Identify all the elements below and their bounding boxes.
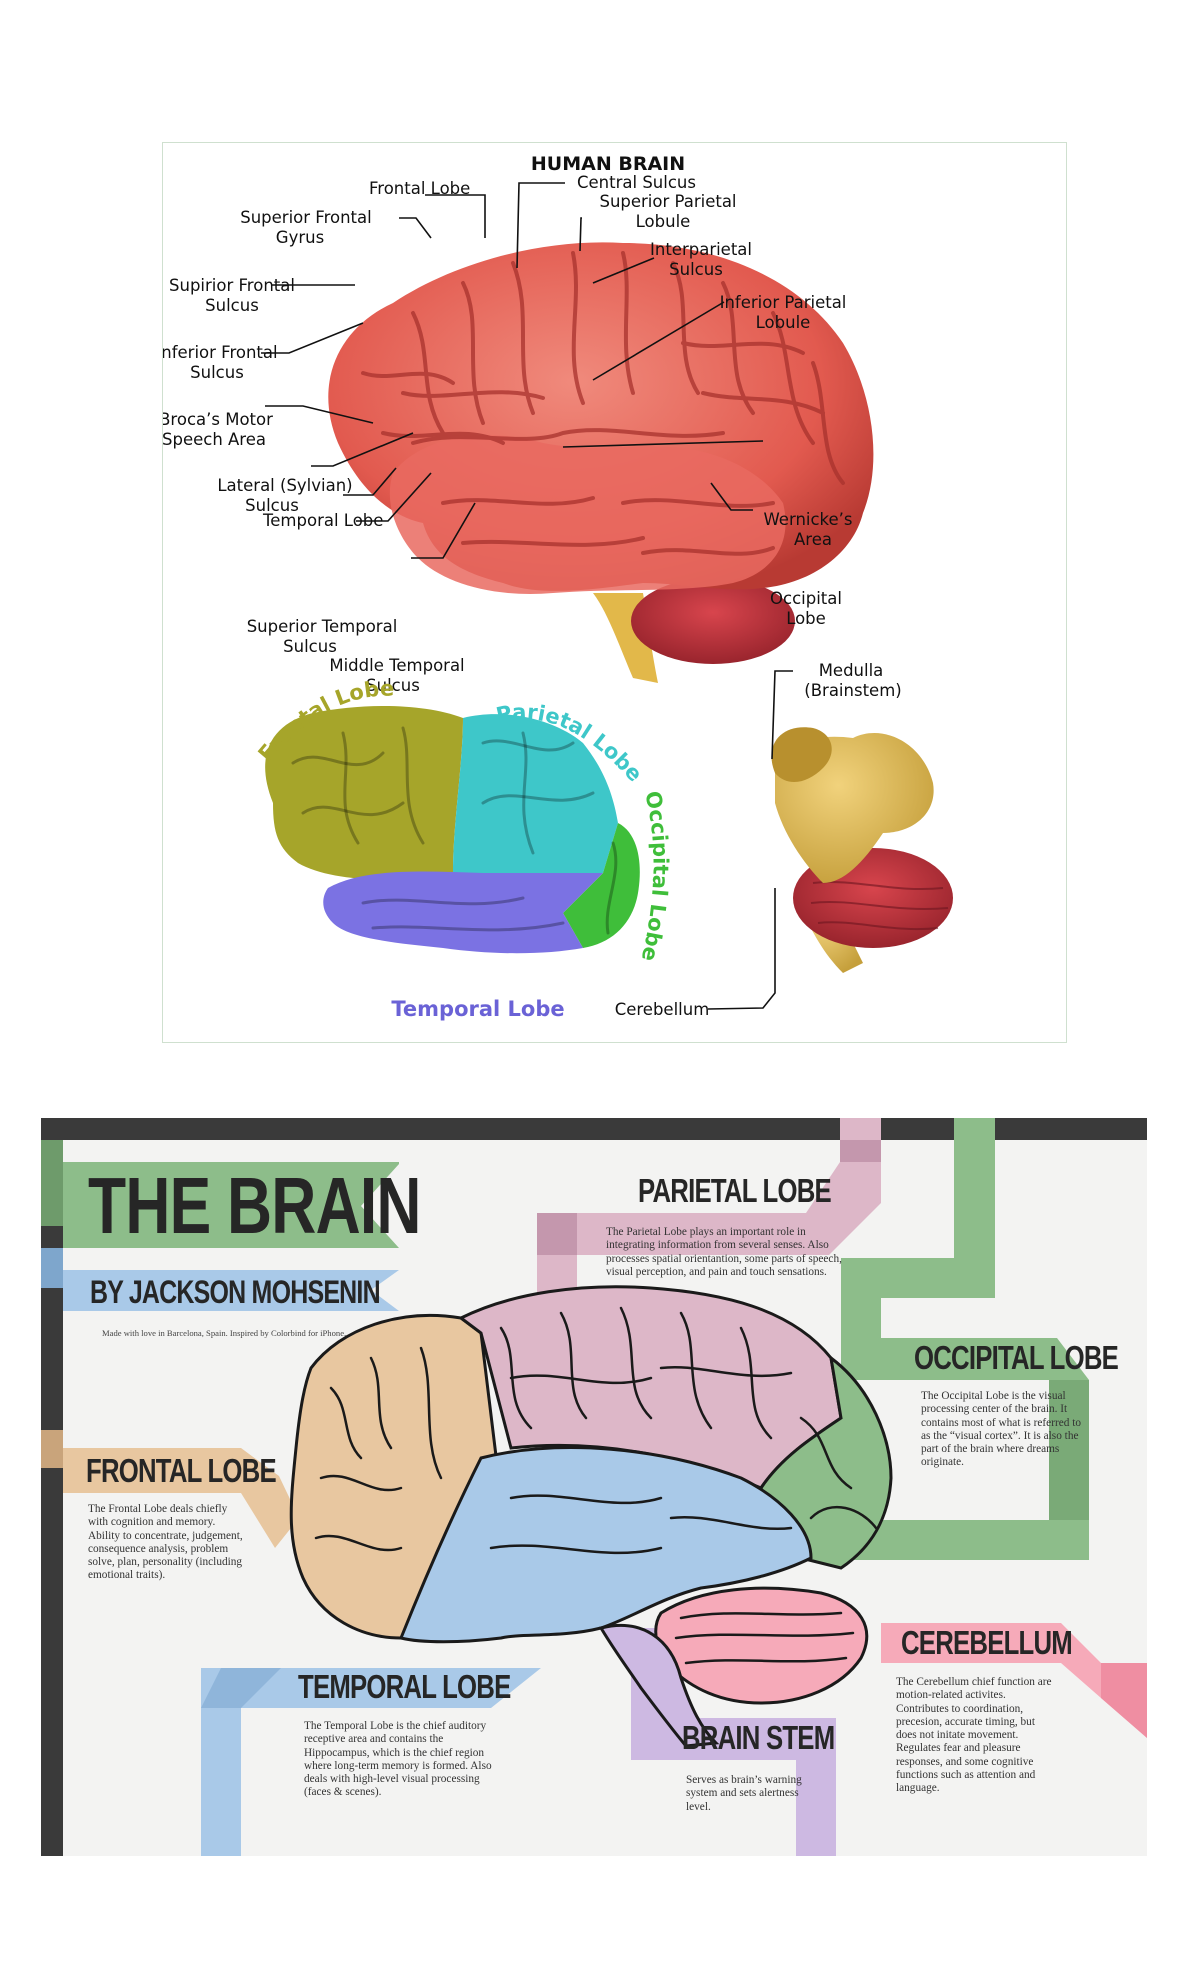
section-title-temporal: TEMPORAL LOBE — [298, 1668, 511, 1705]
label-frontal-lobe: Frontal Lobe — [369, 179, 470, 198]
ribbon-blue-temporal — [201, 1668, 541, 1856]
frontal-lobe-region — [265, 706, 463, 880]
ribbon-blue-author — [41, 1248, 399, 1311]
label-interparietal-1: Interparietal — [650, 240, 752, 259]
human-brain-diagram: HUMAN BRAIN — [163, 153, 953, 1021]
label-superior-parietal-2: Lobule — [636, 212, 691, 231]
section-text-parietal: The Parietal Lobe plays an important rol… — [606, 1226, 842, 1278]
label-lateral-2: Sulcus — [245, 496, 299, 515]
ribbon-rose-cerebellum — [881, 1623, 1147, 1738]
section-text-temporal: The Temporal Lobe is the chief auditory … — [304, 1720, 492, 1799]
label-inferior-frontal-2: Sulcus — [190, 363, 244, 382]
temporal-lobe-region — [323, 871, 603, 954]
label-superior-frontal-gyrus-2: Gyrus — [276, 228, 324, 247]
label-occipital-1: Occipital — [770, 589, 842, 608]
lobes-brain-image — [265, 706, 640, 954]
section-text-frontal: The Frontal Lobe deals chiefly with cogn… — [88, 1503, 243, 1582]
label-superior-temporal-2: Sulcus — [283, 637, 337, 656]
brain-labels: Frontal Lobe Central Sulcus Superior Par… — [163, 173, 853, 695]
brain-temporal-region — [398, 1446, 813, 1644]
colored-brain-illustration — [289, 1285, 893, 1748]
label-broca-1: Broca’s Motor — [163, 410, 273, 429]
infographic-author: BY JACKSON MOHSENIN — [90, 1274, 381, 1310]
human-brain-panel: HUMAN BRAIN — [162, 142, 1067, 1043]
section-text-brainstem: Serves as brain’s warning system and set… — [686, 1774, 802, 1813]
label-inferior-frontal-1: Inferior Frontal — [163, 343, 278, 362]
section-title-parietal: PARIETAL LOBE — [638, 1172, 832, 1209]
lobe-label-occipital: Occipital Lobe — [637, 789, 673, 964]
main-brain-image — [328, 242, 874, 683]
label-medulla-2: (Brainstem) — [804, 681, 901, 700]
infographic-graphics — [41, 1118, 1147, 1856]
infographic-title: THE BRAIN — [88, 1161, 421, 1250]
label-superior-frontal-gyrus-1: Superior Frontal — [240, 208, 371, 227]
section-text-cerebellum: The Cerebellum chief function are motion… — [896, 1676, 1052, 1795]
label-inferior-parietal-2: Lobule — [756, 313, 811, 332]
label-inferior-parietal-1: Inferior Parietal — [720, 293, 847, 312]
diagram-title: HUMAN BRAIN — [531, 153, 685, 175]
the-brain-infographic: THE BRAIN BY JACKSON MOHSENIN Made with … — [41, 1118, 1147, 1856]
credit-line: Made with love in Barcelona, Spain. Insp… — [102, 1328, 347, 1338]
ribbon-green-title — [41, 1140, 399, 1248]
temporal-main — [389, 435, 786, 594]
occipital-lobe-region — [563, 823, 640, 948]
label-middle-temporal-1: Middle Temporal — [329, 656, 464, 675]
brain-stem-region — [598, 1623, 720, 1748]
label-lateral-1: Lateral (Sylvian) — [217, 476, 352, 495]
ribbon-pink-parietal — [537, 1118, 881, 1333]
parietal-lobe-region — [453, 714, 618, 873]
label-central-sulcus: Central Sulcus — [577, 173, 696, 192]
label-superior-parietal-1: Superior Parietal — [599, 192, 736, 211]
label-medulla-1: Medulla — [819, 661, 884, 680]
label-wernicke-2: Area — [794, 530, 832, 549]
label-broca-2: Speech Area — [163, 430, 266, 449]
ribbon-tan-frontal — [41, 1430, 299, 1548]
cerebellum-main — [631, 578, 795, 664]
section-title-cerebellum: CEREBELLUM — [901, 1624, 1073, 1661]
section-title-brainstem: BRAIN STEM — [682, 1719, 835, 1756]
ribbon-green-occipital — [811, 1118, 1089, 1560]
section-title-frontal: FRONTAL LOBE — [86, 1452, 277, 1489]
label-supirior-frontal-sulcus-1: Supirior Frontal — [169, 276, 295, 295]
label-occipital-2: Lobe — [786, 609, 826, 628]
label-temporal-lobe: Temporal Lobe — [262, 511, 383, 530]
label-interparietal-2: Sulcus — [669, 260, 723, 279]
brain-cerebellum-region — [654, 1586, 869, 1705]
section-text-occipital: The Occipital Lobe is the visual process… — [921, 1390, 1081, 1469]
label-wernicke-1: Wernicke’s — [763, 510, 852, 529]
label-cerebellum: Cerebellum — [615, 1000, 710, 1019]
section-title-occipital: OCCIPITAL LOBE — [914, 1339, 1119, 1376]
brainstem-image — [771, 727, 953, 973]
label-superior-temporal-1: Superior Temporal — [247, 617, 398, 636]
label-middle-temporal-2: Sulcus — [366, 676, 420, 695]
lobe-label-temporal: Temporal Lobe — [391, 997, 564, 1021]
label-supirior-frontal-sulcus-2: Sulcus — [205, 296, 259, 315]
leader-lines — [261, 182, 764, 559]
